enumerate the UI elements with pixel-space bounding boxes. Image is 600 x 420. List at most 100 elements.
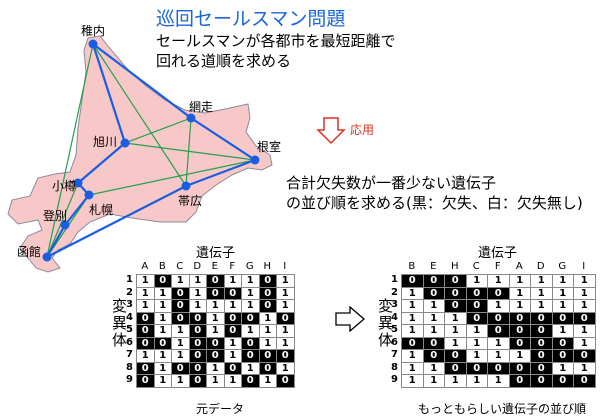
candidate-edge: [88, 159, 256, 196]
matrix-cell: 0: [487, 324, 510, 338]
matrix-cell: 0: [241, 349, 260, 363]
matrix-cell: 0: [530, 336, 553, 350]
matrix-cell: 0: [530, 311, 553, 325]
matrix-cell: 1: [508, 286, 531, 300]
matrix-cell: 0: [422, 274, 445, 288]
route-edge: [190, 117, 256, 161]
matrix-cell: 0: [188, 374, 207, 388]
matrix-cell: 0: [188, 361, 207, 375]
matrix-cell: 0: [444, 274, 467, 288]
matrix-cell: 0: [508, 374, 531, 388]
city-node: [250, 155, 260, 165]
matrix-cell: 1: [276, 274, 295, 288]
matrix-cell: 0: [465, 299, 488, 313]
matrix-cell: 1: [136, 349, 155, 363]
city-label: 網走: [189, 100, 214, 114]
matrix-cell: 1: [206, 374, 225, 388]
matrix-cell: 1: [206, 361, 225, 375]
matrix-cell: 1: [258, 311, 277, 325]
matrix-cell: 0: [573, 349, 596, 363]
matrix-cell: 1: [422, 299, 445, 313]
column-header: A: [141, 261, 149, 272]
candidate-edge: [46, 182, 79, 258]
column-header: E: [211, 261, 218, 272]
city-label: 帯広: [178, 194, 203, 208]
caption-sorted: もっともらしい遺伝子の並び順: [418, 402, 587, 416]
matrix-cell: 1: [206, 311, 225, 325]
matrix-cell: 1: [422, 311, 445, 325]
city-label: 函館: [17, 245, 42, 259]
matrix-cell: 0: [136, 374, 155, 388]
matrix-cell: 1: [223, 336, 242, 350]
matrix-cell: 1: [188, 274, 207, 288]
matrix-cell: 1: [401, 286, 424, 300]
column-header: H: [450, 261, 459, 272]
arrow-label: 応用: [350, 123, 375, 137]
matrix-cell: 0: [153, 336, 172, 350]
matrix-cell: 1: [276, 324, 295, 338]
candidate-edge: [92, 43, 187, 187]
matrix-cell: 0: [530, 361, 553, 375]
city-label: 旭川: [93, 135, 118, 149]
column-header: D: [193, 261, 202, 272]
matrix-cell: 1: [258, 336, 277, 350]
matrix-cell: 1: [136, 286, 155, 300]
row-header: 7: [391, 349, 398, 360]
matrix-cell: 1: [241, 286, 260, 300]
matrix-cell: 1: [136, 299, 155, 313]
matrix-cell: 1: [153, 311, 172, 325]
row-header: 5: [126, 324, 133, 335]
matrix-cell: 0: [276, 311, 295, 325]
matrix-cell: 0: [444, 349, 467, 363]
matrix-cell: 0: [508, 324, 531, 338]
city-node: [60, 220, 70, 230]
city-node: [186, 113, 196, 123]
city-node: [88, 39, 98, 49]
matrix-cell: 1: [508, 299, 531, 313]
matrix-cell: 0: [530, 349, 553, 363]
matrix-cell: 0: [276, 374, 295, 388]
city-node: [181, 181, 191, 191]
matrix-cell: 0: [422, 336, 445, 350]
matrix-cell: 0: [223, 361, 242, 375]
city-label: 稚内: [81, 24, 106, 38]
matrix-cell: 1: [276, 336, 295, 350]
column-header: F: [494, 261, 501, 272]
matrix-cell: 1: [573, 299, 596, 313]
matrix-cell: 1: [276, 286, 295, 300]
matrix-cell: 1: [171, 324, 190, 338]
matrix-cell: 0: [258, 361, 277, 375]
matrix-cell: 1: [444, 374, 467, 388]
matrix-cell: 0: [223, 311, 242, 325]
matrix-cell: 1: [508, 274, 531, 288]
matrix-cell: 0: [258, 349, 277, 363]
matrix-cell: 1: [401, 324, 424, 338]
matrix-cell: 0: [465, 361, 488, 375]
matrix-cell: 1: [508, 349, 531, 363]
city-node: [73, 178, 83, 188]
matrix-cell: 0: [444, 286, 467, 300]
matrix-cell: 1: [223, 299, 242, 313]
matrix-cell: 0: [206, 349, 225, 363]
matrix-cell: 1: [444, 311, 467, 325]
matrix-cell: 0: [188, 311, 207, 325]
matrix-cell: 1: [241, 299, 260, 313]
row-header: 3: [126, 299, 133, 310]
matrix-cell: 0: [241, 336, 260, 350]
row-header: 6: [391, 336, 398, 348]
matrix-cell: 1: [551, 299, 574, 313]
gene-header-right: 遺伝子: [478, 246, 518, 261]
